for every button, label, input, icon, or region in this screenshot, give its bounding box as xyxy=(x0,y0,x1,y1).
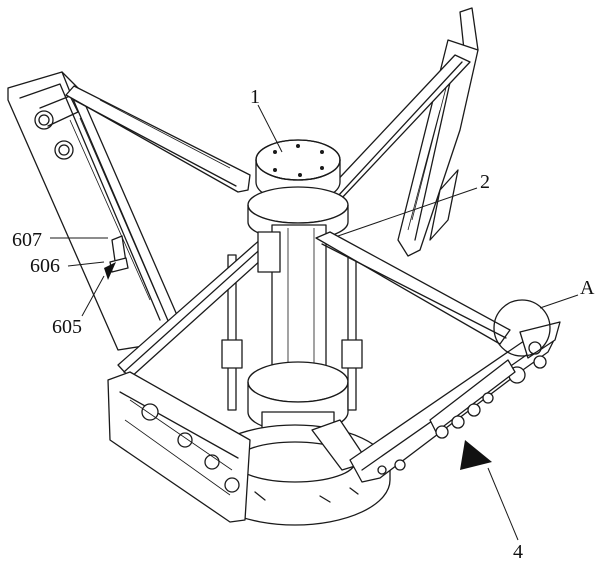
guide-rods xyxy=(221,249,363,411)
arrow-4 xyxy=(460,440,492,470)
small-bracket xyxy=(109,235,129,273)
label-605: 605 xyxy=(52,316,82,338)
front-left-frame xyxy=(107,371,251,523)
right-arm-frame xyxy=(397,7,479,257)
label-1: 1 xyxy=(250,86,260,108)
left-lower-arm xyxy=(117,231,281,379)
label-606: 606 xyxy=(30,255,60,277)
detail-circle-a xyxy=(493,299,551,357)
right-lower-arm xyxy=(315,231,511,345)
central-column xyxy=(247,139,349,441)
arrow-605 xyxy=(104,262,116,280)
right-gripper xyxy=(349,321,561,483)
label-607: 607 xyxy=(12,229,42,251)
label-a: A xyxy=(580,277,595,299)
left-arm-frame xyxy=(7,71,181,351)
leader-lines xyxy=(50,104,579,541)
label-4: 4 xyxy=(513,541,523,563)
label-2: 2 xyxy=(480,171,490,193)
upper-left-strut xyxy=(65,85,251,193)
